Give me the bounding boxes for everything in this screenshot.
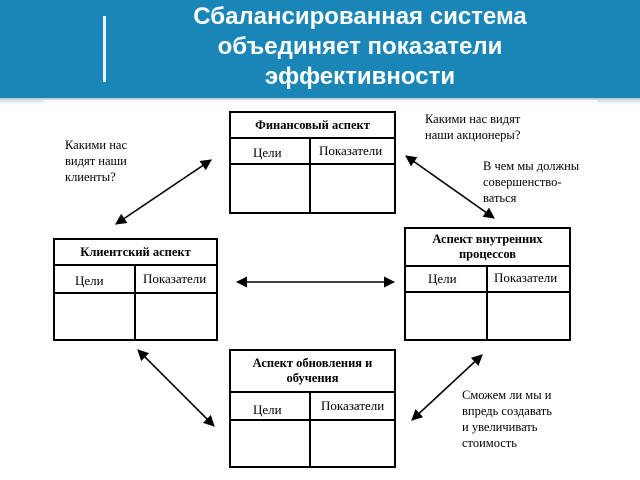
excel-note-line-1: В чем мы должны xyxy=(483,159,580,173)
growth-note-line-4: стоимость xyxy=(462,436,517,450)
balanced-scorecard-diagram: Финансовый аспект Цели Показатели Клиент… xyxy=(44,100,597,472)
excel-note-line-2: совершенство- xyxy=(483,175,562,189)
internal-processes-title-line-1: Аспект внутренних xyxy=(432,232,543,246)
clients-note-line-3: клиенты? xyxy=(65,170,116,184)
slide-title-line-2: объединяет показатели xyxy=(217,33,503,60)
learning-goals-label: Цели xyxy=(253,402,282,417)
slide-title-line-3: эффективности xyxy=(264,63,456,90)
learning-divider xyxy=(309,393,311,466)
financial-aspect-title: Финансовый аспект xyxy=(231,113,394,139)
connector-arrows xyxy=(115,155,495,427)
growth-note-line-2: впредь создавать xyxy=(462,404,552,418)
client-goals-label: Цели xyxy=(75,273,104,288)
learning-aspect-box: Аспект обновления и обучения Цели Показа… xyxy=(229,349,396,468)
growth-note-line-3: и увеличивать xyxy=(462,420,538,434)
internal-processes-title-line-2: процессов xyxy=(458,247,517,261)
title-banner-rule xyxy=(103,16,106,82)
financial-indicators-label: Показатели xyxy=(319,143,383,158)
slide-title: Сбалансированная система объединяет пока… xyxy=(140,2,580,92)
client-aspect-box: Клиентский аспект Цели Показатели xyxy=(53,238,218,341)
arrow-learning-internal xyxy=(411,354,483,421)
financial-aspect-divider xyxy=(309,139,311,212)
title-banner xyxy=(0,0,640,98)
internal-processes-aspect-box: Аспект внутренних процессов Цели Показат… xyxy=(404,227,571,341)
learning-title-line-2: обучения xyxy=(286,371,339,385)
clients-note-line-1: Какими нас xyxy=(65,138,127,152)
slide-title-line-1: Сбалансированная система xyxy=(193,3,527,30)
growth-note-line-1: Сможем ли мы и xyxy=(462,388,552,402)
growth-question-note: Сможем ли мы и впредь создавать и увелич… xyxy=(462,387,552,451)
financial-aspect-header-row xyxy=(231,139,394,165)
internal-processes-divider xyxy=(486,267,488,339)
client-indicators-label: Показатели xyxy=(143,271,207,286)
learning-title-line-1: Аспект обновления и xyxy=(252,356,373,370)
client-aspect-title: Клиентский аспект xyxy=(55,240,216,266)
internal-processes-aspect-title: Аспект внутренних процессов xyxy=(406,229,569,267)
clients-question-note: Какими нас видят наши клиенты? xyxy=(65,137,127,185)
arrow-client-financial xyxy=(115,159,212,225)
shareholders-question-note: Какими нас видят наши акционеры? xyxy=(425,111,520,143)
internal-goals-label: Цели xyxy=(428,271,457,286)
internal-indicators-label: Показатели xyxy=(494,270,558,285)
learning-header-row xyxy=(231,393,394,421)
learning-aspect-title: Аспект обновления и обучения xyxy=(231,351,394,393)
clients-note-line-2: видят наши xyxy=(65,154,127,168)
financial-goals-label: Цели xyxy=(253,145,282,160)
learning-indicators-label: Показатели xyxy=(321,398,385,413)
arrow-financial-internal xyxy=(405,155,495,219)
arrow-client-learning xyxy=(137,349,215,427)
shareholders-note-line-2: наши акционеры? xyxy=(425,128,521,142)
client-aspect-divider xyxy=(134,266,136,339)
financial-aspect-box: Финансовый аспект Цели Показатели xyxy=(229,111,396,214)
shareholders-note-line-1: Какими нас видят xyxy=(425,112,521,126)
